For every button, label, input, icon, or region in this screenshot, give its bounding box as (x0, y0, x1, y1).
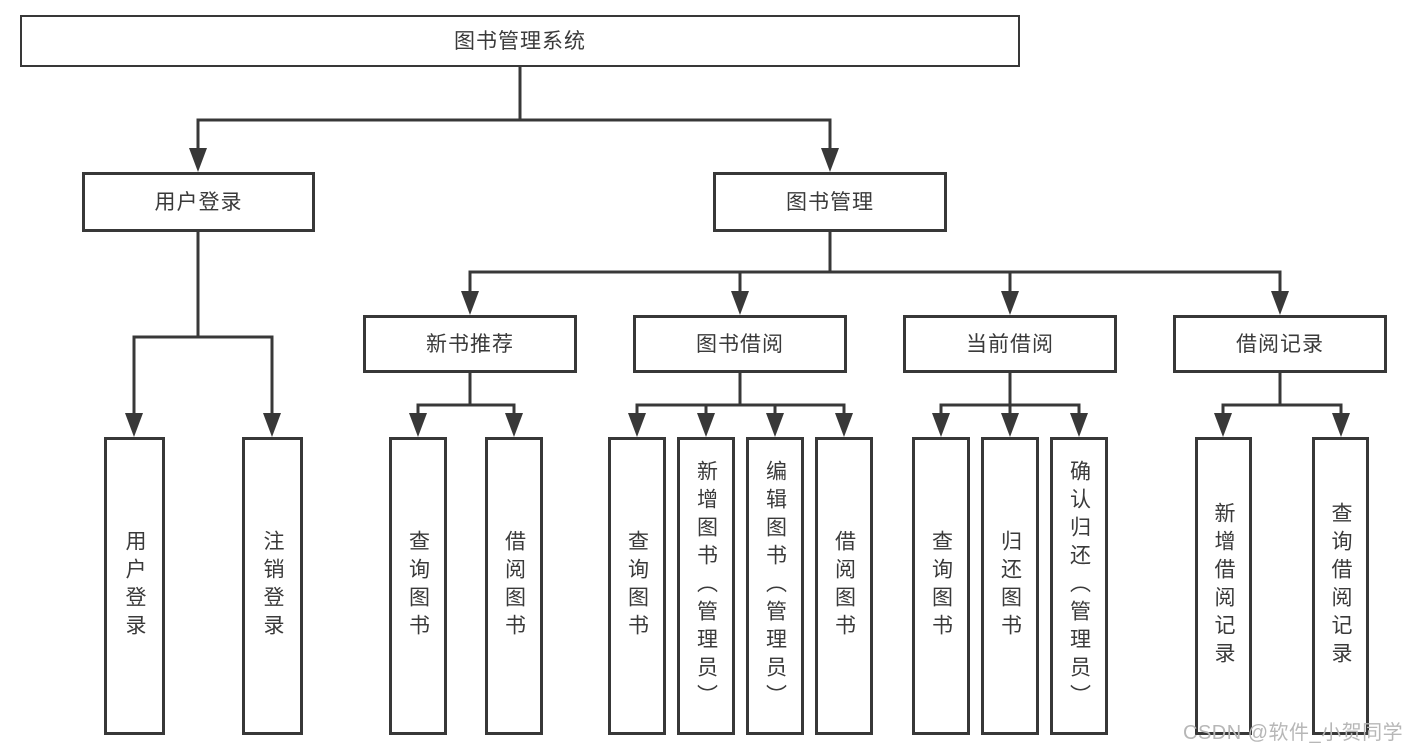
node-leaf-add-record: 新增借阅记录 (1195, 437, 1252, 735)
arrowhead-icon (409, 413, 427, 437)
arrowhead-icon (766, 413, 784, 437)
connector (1214, 371, 1350, 437)
node-leaf-logout: 注销登录 (242, 437, 303, 735)
node-current-borrow: 当前借阅 (903, 315, 1117, 373)
node-leaf-query-book-current: 查询图书 (912, 437, 970, 735)
node-leaf-query-book-borrow: 查询图书 (608, 437, 666, 735)
node-leaf-add-book: 新增图书（管理员） (677, 437, 735, 735)
arrowhead-icon (505, 413, 523, 437)
arrowhead-icon (1070, 413, 1088, 437)
node-user-login: 用户登录 (82, 172, 315, 232)
arrowhead-icon (1271, 291, 1289, 315)
connector (932, 371, 1088, 437)
node-book-borrow: 图书借阅 (633, 315, 847, 373)
node-leaf-query-book-new: 查询图书 (389, 437, 447, 735)
connector (628, 371, 853, 437)
arrowhead-icon (697, 413, 715, 437)
node-new-book-rec: 新书推荐 (363, 315, 577, 373)
arrowhead-icon (263, 413, 281, 437)
connector (189, 65, 839, 172)
arrowhead-icon (628, 413, 646, 437)
node-leaf-user-login: 用户登录 (104, 437, 165, 735)
arrowhead-icon (932, 413, 950, 437)
node-leaf-confirm-return: 确认归还（管理员） (1050, 437, 1108, 735)
node-root: 图书管理系统 (20, 15, 1020, 67)
connector (409, 371, 523, 437)
node-leaf-borrow-book: 借阅图书 (815, 437, 873, 735)
node-leaf-return-book: 归还图书 (981, 437, 1039, 735)
arrowhead-icon (821, 148, 839, 172)
arrowhead-icon (125, 413, 143, 437)
arrowhead-icon (1001, 413, 1019, 437)
watermark: CSDN @软件_小贺同学 (1183, 722, 1404, 744)
arrowhead-icon (1214, 413, 1232, 437)
arrowhead-icon (1001, 291, 1019, 315)
arrowhead-icon (461, 291, 479, 315)
node-leaf-edit-book: 编辑图书（管理员） (746, 437, 804, 735)
arrowhead-icon (835, 413, 853, 437)
arrowhead-icon (731, 291, 749, 315)
node-leaf-query-record: 查询借阅记录 (1312, 437, 1369, 735)
connector (461, 230, 1289, 315)
node-book-mgmt: 图书管理 (713, 172, 947, 232)
node-borrow-record: 借阅记录 (1173, 315, 1387, 373)
arrowhead-icon (189, 148, 207, 172)
node-leaf-borrow-book-new: 借阅图书 (485, 437, 543, 735)
connector (125, 230, 281, 437)
arrowhead-icon (1332, 413, 1350, 437)
